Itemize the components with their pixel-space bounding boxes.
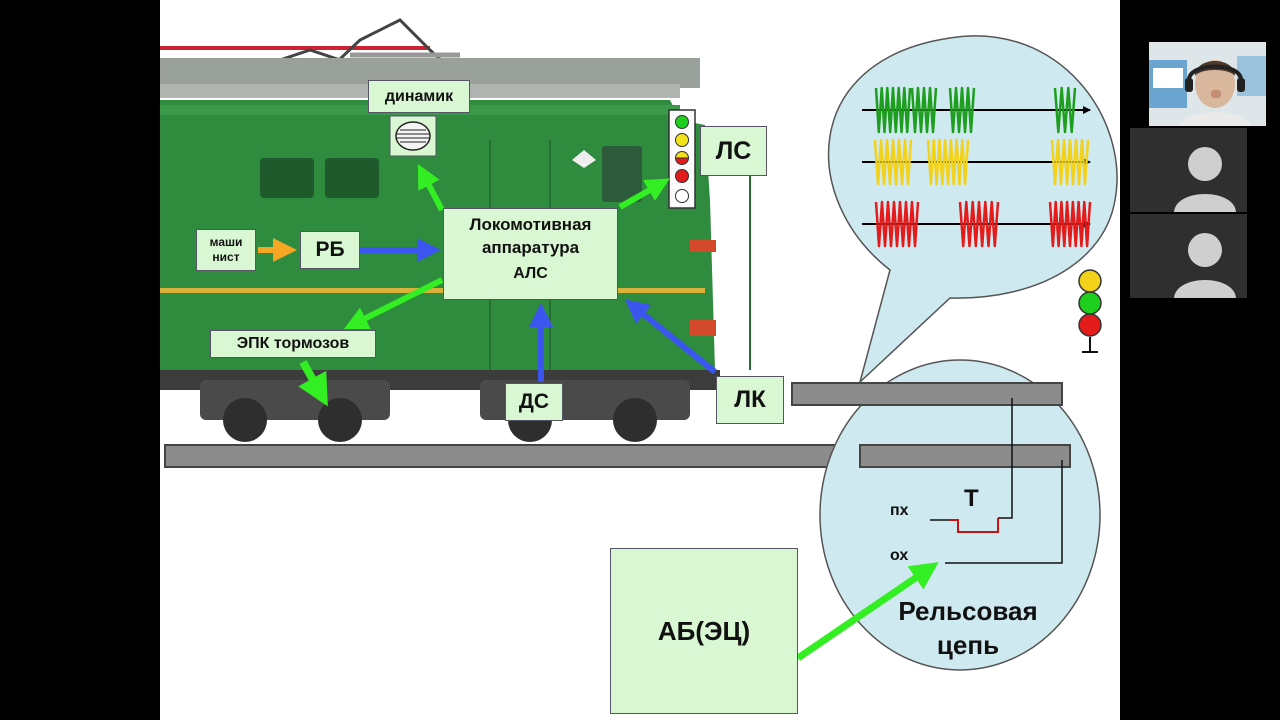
- relay-t-symbol: [950, 518, 999, 533]
- ds-box: ДС: [505, 383, 563, 421]
- signal-mast-icon: [1078, 269, 1102, 353]
- code-burst: [874, 200, 920, 248]
- arrow-unit-ls: [618, 178, 670, 210]
- code-burst: [948, 86, 976, 134]
- code-signal-lines: [862, 86, 1092, 248]
- ab-ec-box: АБ(ЭЦ): [610, 548, 798, 714]
- t-label: Т: [964, 485, 979, 512]
- px-label: пх: [890, 502, 909, 519]
- arrow-ab-ox: [796, 562, 939, 661]
- arrow-unit-speaker: [417, 164, 445, 212]
- traffic-light-icon: [668, 109, 696, 209]
- epk-box: ЭПК тормозов: [210, 330, 376, 358]
- arrow-unit-epk: [343, 277, 444, 330]
- driver-box: маши нист: [196, 229, 256, 271]
- arrow-epk-brakes: [298, 360, 328, 407]
- user-avatar-icon: [1174, 147, 1236, 212]
- cab-window: [602, 146, 642, 202]
- user-avatar-icon: [1174, 233, 1236, 298]
- participant-tile[interactable]: [1130, 128, 1247, 212]
- speaker-label: динамик: [384, 87, 454, 105]
- code-burst: [926, 138, 970, 186]
- participants-panel: [1130, 40, 1280, 298]
- code-burst: [873, 138, 913, 186]
- side-window: [260, 158, 314, 198]
- ab-ec-label: АБ(ЭЦ): [657, 615, 751, 646]
- bogie: [200, 380, 390, 442]
- slide: Локомотивная аппаратура АЛС динамик маши…: [160, 0, 1120, 720]
- circuit-wires: [930, 398, 1063, 564]
- epk-label: ЭПК тормозов: [236, 335, 350, 352]
- ds-label: ДС: [518, 390, 550, 413]
- speaker-label-box: динамик: [368, 80, 470, 113]
- loco-unit-sublabel: АЛС: [513, 265, 548, 282]
- lk-box: ЛК: [716, 376, 784, 424]
- ls-box: ЛС: [700, 126, 767, 176]
- ls-label: ЛС: [715, 136, 752, 165]
- diagram-canvas: [160, 18, 1118, 671]
- rail-circuit-label: Рельсовая цепь: [898, 596, 1038, 660]
- rb-box: РБ: [300, 231, 360, 269]
- participant-tile[interactable]: [1130, 214, 1247, 298]
- driver-label: маши нист: [209, 235, 243, 264]
- ox-label: ох: [890, 547, 909, 564]
- lk-label: ЛК: [734, 386, 766, 413]
- code-burst: [1053, 86, 1077, 134]
- participant-tile-video[interactable]: [1149, 42, 1266, 126]
- loco-unit-box: Локомотивная аппаратура АЛС: [443, 208, 618, 300]
- rb-label: РБ: [315, 238, 345, 261]
- arrow-lk-unit: [624, 299, 717, 375]
- code-burst: [1048, 200, 1092, 248]
- code-burst: [910, 86, 938, 134]
- loco-unit-label: Локомотивная аппаратура: [469, 215, 592, 257]
- participant-video-icon: [1149, 42, 1266, 126]
- code-burst: [874, 86, 912, 134]
- side-window: [325, 158, 379, 198]
- code-burst: [958, 200, 1000, 248]
- speaker-icon: [389, 115, 437, 157]
- arrows: [258, 164, 939, 661]
- code-burst: [1050, 138, 1090, 186]
